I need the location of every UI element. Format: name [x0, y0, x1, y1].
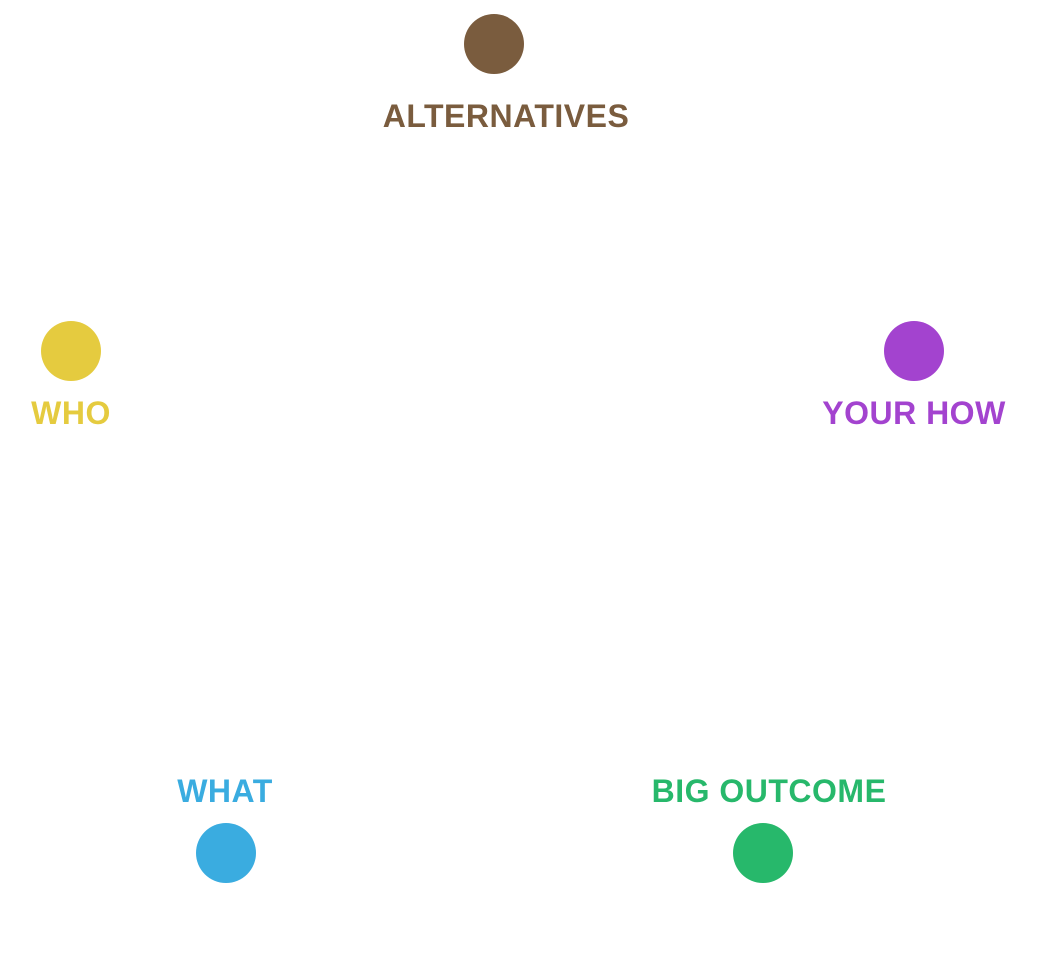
big-outcome-label: BIG OUTCOME — [651, 773, 887, 809]
who-label: WHO — [31, 395, 111, 431]
who-dot-icon — [41, 321, 101, 381]
big-outcome-dot-icon — [733, 823, 793, 883]
alternatives-label: ALTERNATIVES — [382, 98, 630, 134]
your-how-label: YOUR HOW — [822, 395, 1006, 431]
your-how-dot-icon — [884, 321, 944, 381]
what-label: WHAT — [177, 773, 273, 809]
what-dot-icon — [196, 823, 256, 883]
alternatives-dot-icon — [464, 14, 524, 74]
